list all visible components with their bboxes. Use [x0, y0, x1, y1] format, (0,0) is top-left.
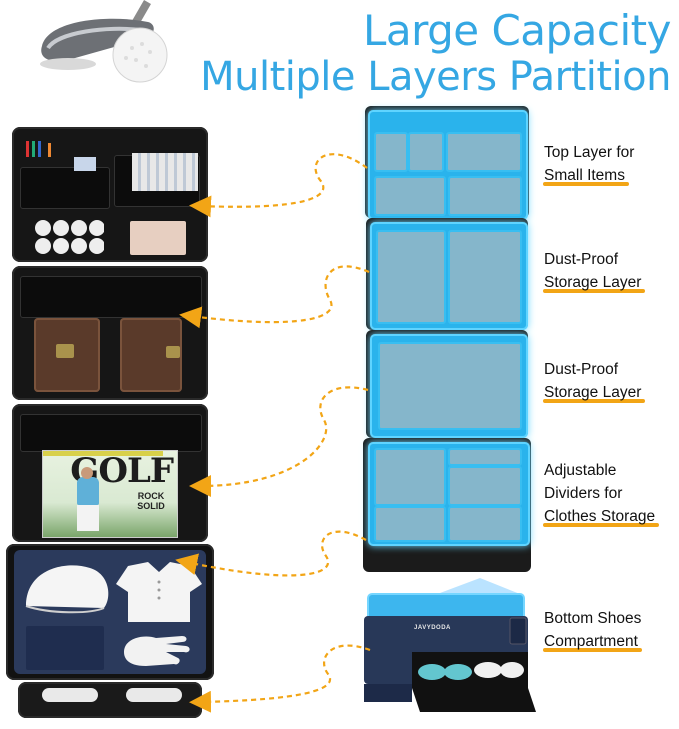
- label-bottom-shoes-line-1: Bottom Shoes: [544, 610, 642, 627]
- bottom-shoe-compartment-box: [364, 578, 536, 712]
- scorecard: [130, 221, 186, 255]
- label-top-layer-line-1: Top Layer for: [544, 144, 635, 161]
- label-adjustable-dividers: Adjustable Dividers for Clothes Storage: [542, 459, 660, 528]
- label-top-layer-line-2: Small Items: [543, 164, 629, 187]
- label-dust-proof-2: Dust-Proof Storage Layer: [542, 358, 646, 404]
- label-dust-proof-1: Dust-Proof Storage Layer: [542, 248, 646, 294]
- tee-packs: [132, 153, 198, 191]
- label-top-layer: Top Layer for Small Items: [543, 141, 635, 187]
- layer-dust-proof-1: [370, 222, 528, 330]
- case-panel-top: [12, 127, 208, 262]
- golf-glove: [124, 636, 190, 666]
- label-adjustable-dividers-line-1: Adjustable: [544, 462, 617, 479]
- layer-top-small-items: [368, 110, 528, 220]
- brand-tag: JAVYDODA: [414, 625, 451, 631]
- case-panel-second: [12, 266, 208, 400]
- white-cap: [25, 565, 109, 614]
- arrow-dust-proof-1: [179, 265, 370, 329]
- label-dust-proof-1-line-2: Storage Layer: [542, 271, 646, 294]
- layer-dust-proof-2: [370, 334, 528, 438]
- label-bottom-shoes-line-2: Compartment: [543, 630, 642, 653]
- label-bottom-shoes: Bottom Shoes Compartment: [543, 607, 642, 653]
- case-panel-third: GOLF ROCK SOLID: [12, 404, 208, 542]
- label-dust-proof-2-line-1: Dust-Proof: [544, 361, 619, 378]
- case-panel-shoes: [18, 682, 202, 718]
- arrow-dust-proof-2: [189, 386, 369, 497]
- arrow-top-layer: [189, 153, 368, 218]
- arrow-adjustable-dividers: [175, 530, 367, 577]
- headline-line-1: Large Capacity: [362, 6, 672, 55]
- golf-magazine: GOLF ROCK SOLID: [42, 450, 178, 538]
- headline-line-2: Multiple Layers Partition: [200, 54, 671, 100]
- label-adjustable-dividers-line-2: Dividers for: [544, 485, 623, 502]
- navy-pants: [26, 626, 104, 670]
- label-dust-proof-1-line-1: Dust-Proof: [544, 251, 619, 268]
- golf-balls: [35, 220, 104, 254]
- white-polo-shirt: [116, 562, 202, 622]
- arrow-bottom-shoes: [189, 644, 371, 713]
- magazine-cover-line: ROCK SOLID: [137, 491, 165, 511]
- label-dust-proof-2-line-2: Storage Layer: [542, 381, 646, 404]
- layer-adjustable-dividers: [368, 442, 530, 546]
- golf-club-and-ball-image: [40, 0, 168, 83]
- label-adjustable-dividers-line-3: Clothes Storage: [542, 505, 660, 528]
